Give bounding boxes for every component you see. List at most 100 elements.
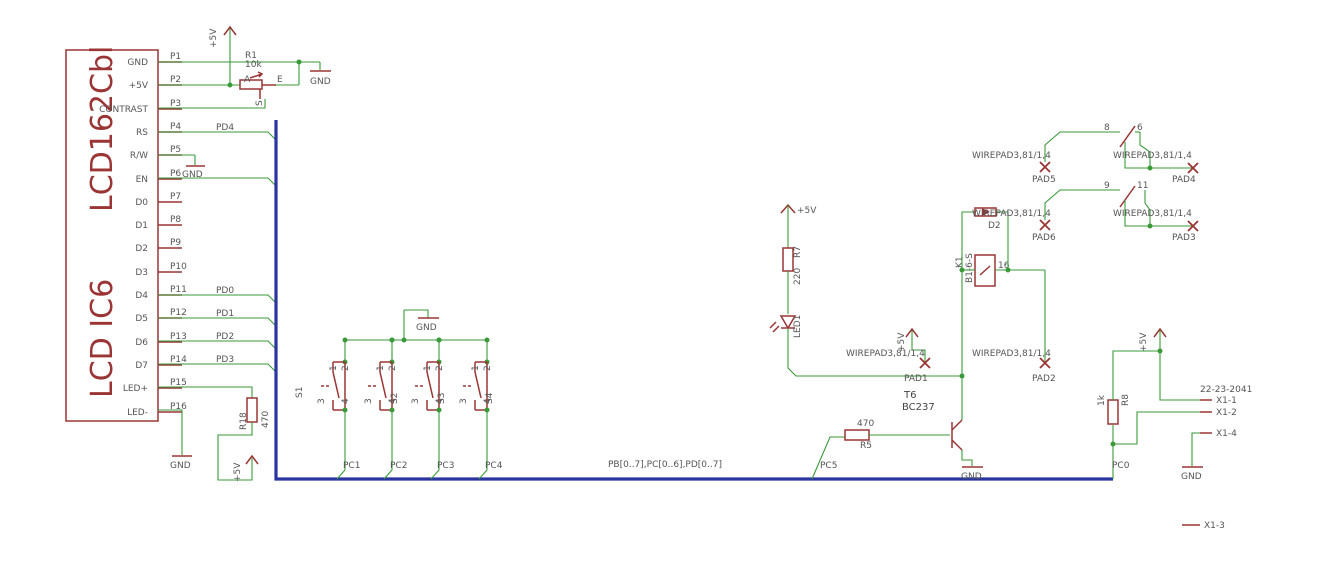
- d2-diode-icon: [982, 208, 990, 216]
- lcd-pin-number: P9: [170, 238, 181, 248]
- r1-name: R1: [245, 51, 257, 61]
- r1-value: 10k: [245, 60, 262, 70]
- r5-value: 470: [857, 419, 874, 429]
- pad6-name: PAD6: [1032, 233, 1056, 243]
- gnd-label-buttons: GND: [416, 323, 437, 333]
- pad1-type: WIREPAD3,81/1,4: [846, 349, 925, 359]
- lcd-pin-number: P8: [170, 215, 181, 225]
- pad4-marker-icon: [1187, 162, 1199, 174]
- pad2-type: WIREPAD3,81/1,4: [972, 349, 1051, 359]
- r18-value: 470: [261, 411, 271, 428]
- lcd-pin-label: CONTRAST: [99, 105, 148, 115]
- r5-body: [844, 429, 870, 441]
- switch-name: S3: [437, 393, 447, 404]
- lcd-pin-number: P16: [170, 402, 187, 412]
- net-pc3: PC3: [437, 461, 454, 471]
- lcd-pin-number: P15: [170, 378, 187, 388]
- r1-pin-a: A: [244, 75, 251, 85]
- r7-name: R7: [793, 246, 803, 258]
- switch-contact-icon: [474, 371, 482, 399]
- switch-pin-label: 3: [317, 398, 327, 404]
- lcd-pin-label: D3: [135, 268, 148, 278]
- pad2-marker-icon: [1039, 357, 1051, 369]
- lcd-pin-8: D1 P8: [135, 215, 182, 231]
- lcd-pin-number: P11: [170, 285, 187, 295]
- x1-pin1: X1-1: [1216, 396, 1237, 406]
- r1-pin-e: E: [277, 75, 283, 85]
- gnd-label-led: GND: [170, 461, 191, 471]
- switch-pin-label: 4: [483, 398, 493, 404]
- switch-pin-label: 4: [388, 398, 398, 404]
- relay-switch-2-icon: [1119, 185, 1136, 208]
- lcd-pin-number: P6: [170, 169, 181, 179]
- switch-name: S2: [390, 393, 400, 404]
- contrast-circuit: +5V GND R1 10k A E S: [158, 25, 331, 109]
- k1-pin16: 16: [998, 261, 1010, 271]
- lcd-bus-wires: PD4 PD0 PD1 PD2 PD3: [158, 123, 277, 373]
- net-pd3: PD3: [216, 355, 234, 365]
- t6-name: T6: [903, 390, 916, 401]
- relay-contacts: 8 6 WIREPAD3,81/1,4 WIREPAD3,81/1,4 PAD5…: [972, 123, 1199, 243]
- x1-pin4: X1-4: [1216, 429, 1237, 439]
- switch-pin-label: 4: [435, 398, 445, 404]
- net-pd1: PD1: [216, 309, 234, 319]
- pad3-type: WIREPAD3,81/1,4: [1113, 209, 1192, 219]
- switch-pin-label: 1: [376, 365, 386, 371]
- led-rays-icon: [769, 321, 780, 333]
- lcd-pin-number: P5: [170, 145, 181, 155]
- relay-switch-1-icon: [1119, 125, 1136, 148]
- switch-name: S1: [295, 387, 305, 398]
- vcc-label-pad1: +5V: [897, 332, 907, 352]
- vcc-label-x1: +5V: [1139, 332, 1149, 352]
- lcd-pin-number: P14: [170, 355, 187, 365]
- gnd-label-rw: GND: [182, 170, 203, 180]
- pad4-name: PAD4: [1172, 175, 1196, 185]
- lcd-pin-label: GND: [127, 58, 148, 68]
- vcc-label-top: +5V: [209, 28, 219, 48]
- net-pd2: PD2: [216, 332, 234, 342]
- r8-name: R8: [1121, 394, 1131, 406]
- switch-pin-label: 2: [483, 365, 493, 371]
- lcd-pin-label: D2: [135, 244, 148, 254]
- net-pd0: PD0: [216, 286, 234, 296]
- lcd-pin-label: D6: [135, 338, 148, 348]
- relay-driver: PC5 470 R5 T6 BC237 GND K1 B1-6-S 16 D2: [811, 207, 1056, 482]
- lcd-pin-label: LED+: [123, 384, 148, 394]
- lcd-pin-label: D5: [135, 314, 148, 324]
- switch-pin-label: 1: [329, 365, 339, 371]
- lcd-pin-label: R/W: [130, 151, 148, 161]
- r18-name: R18: [239, 412, 249, 430]
- switch-name: S4: [485, 392, 495, 404]
- d2-name: D2: [988, 221, 1001, 231]
- t6-value: BC237: [902, 402, 935, 413]
- net-pc5: PC5: [820, 461, 837, 471]
- switch-pin-label: 3: [459, 398, 469, 404]
- lcd-pin-number: P1: [170, 52, 181, 62]
- lcd-pin-9: D2 P9: [135, 238, 182, 254]
- relay-pin9: 9: [1104, 181, 1110, 191]
- net-pc0: PC0: [1112, 461, 1130, 471]
- lcd-pin-6: EN P6: [136, 169, 182, 185]
- net-pc4: PC4: [485, 461, 503, 471]
- x1-pin2: X1-2: [1216, 408, 1237, 418]
- pad1-name: PAD1: [904, 374, 928, 384]
- lcd-pin-5: R/W P5: [130, 145, 182, 161]
- data-bus: PB[0..7],PC[0..6],PD[0..7]: [274, 120, 1113, 481]
- pad1-marker-icon: [919, 357, 931, 369]
- pad4-type: WIREPAD3,81/1,4: [1113, 151, 1192, 161]
- lcd-pin-label: EN: [136, 175, 148, 185]
- connector-x1-circuit: +5V PC0 1k R8 GND 22-23-2041 X1-1 X1-2 X…: [1097, 327, 1252, 531]
- lcd-module[interactable]: LCD IC6 LCD162Cbl GNDP1+5VP2CONTRASTP3RS…: [65, 46, 187, 422]
- net-pd4: PD4: [216, 123, 234, 133]
- lcd-pin-label: D4: [135, 291, 148, 301]
- r8-body: [1107, 399, 1119, 425]
- lcd-pin-label: RS: [136, 128, 148, 138]
- pad5-marker-icon: [1039, 161, 1051, 173]
- lcd-pin-label: D1: [135, 221, 148, 231]
- lcd-body: [65, 49, 159, 422]
